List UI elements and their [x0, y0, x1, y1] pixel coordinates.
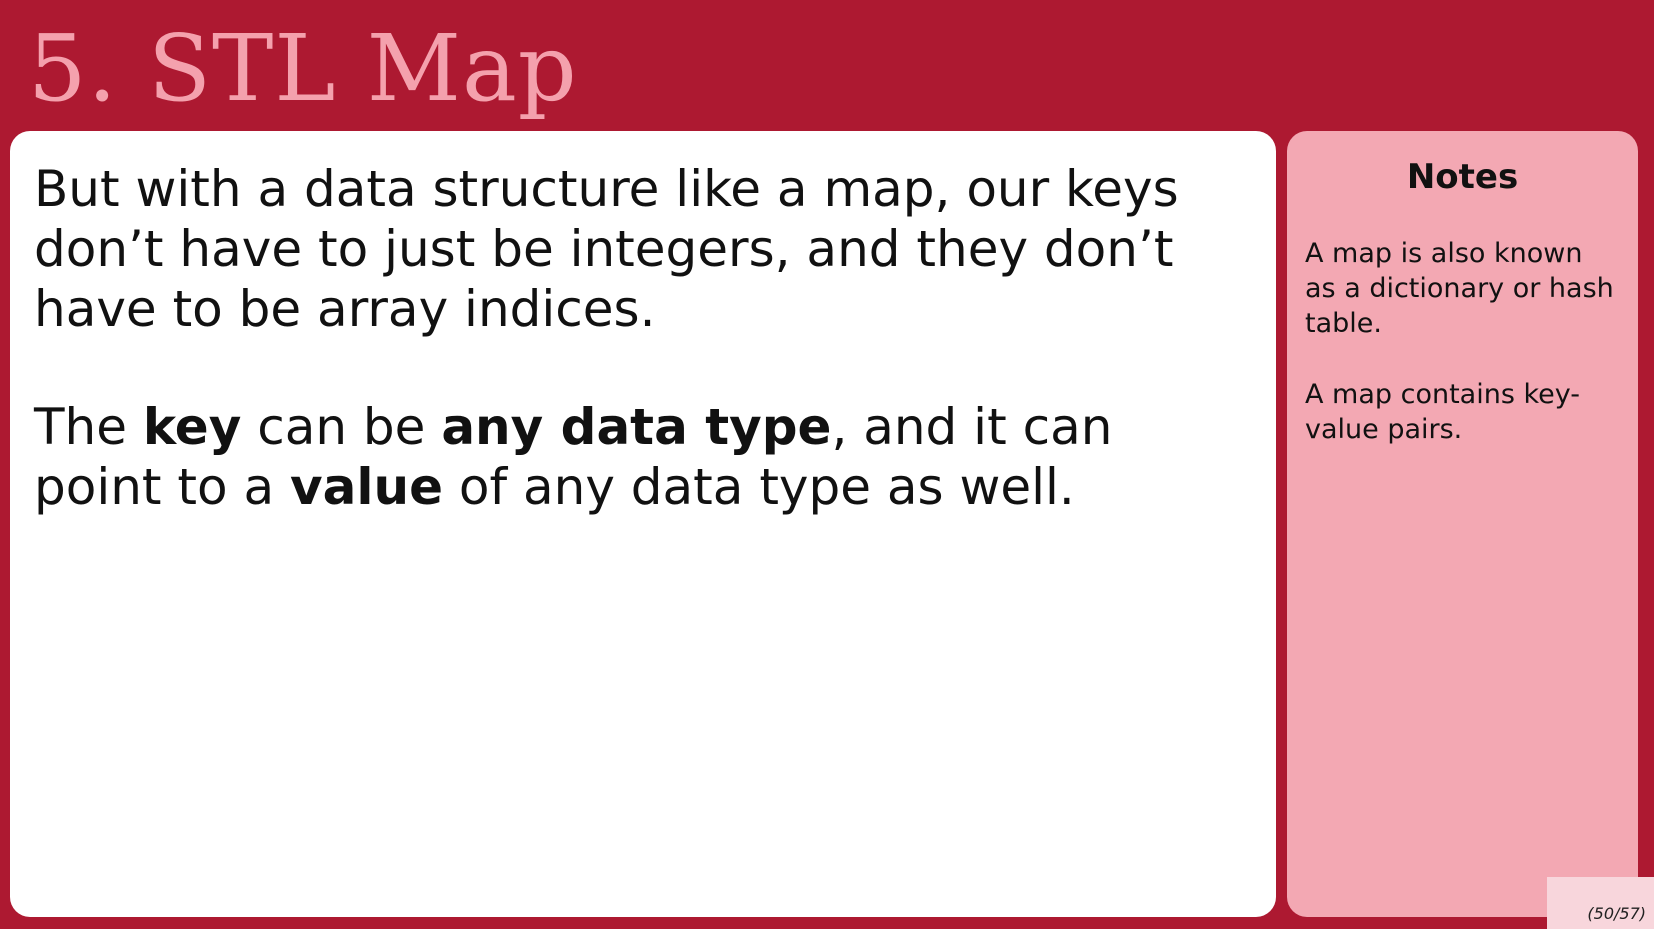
para2-text-4: of any data type as well.: [443, 458, 1075, 516]
slide-title: 5. STL Map: [28, 15, 578, 122]
para2-text-3: , and it can point to a: [34, 398, 1113, 516]
para2-bold-value: value: [290, 458, 444, 516]
note-item-1: A map is also known as a dictionary or h…: [1305, 237, 1614, 339]
note-item-2: A map contains key-value pairs.: [1305, 378, 1581, 445]
notes-panel: Notes A map is also known as a dictionar…: [1287, 131, 1638, 917]
main-paragraph-1: But with a data structure like a map, ou…: [34, 160, 1179, 338]
page-counter: (50/57): [1547, 877, 1654, 929]
notes-title: Notes: [1406, 157, 1519, 197]
main-content-panel: But with a data structure like a map, ou…: [10, 131, 1276, 917]
para2-text-1: The: [34, 398, 143, 456]
para2-text-2: can be: [241, 398, 442, 456]
para2-bold-any-data-type: any data type: [441, 398, 832, 456]
para2-bold-key: key: [142, 398, 242, 456]
main-paragraph-2: The key can be any data type, and it can…: [34, 397, 1252, 517]
